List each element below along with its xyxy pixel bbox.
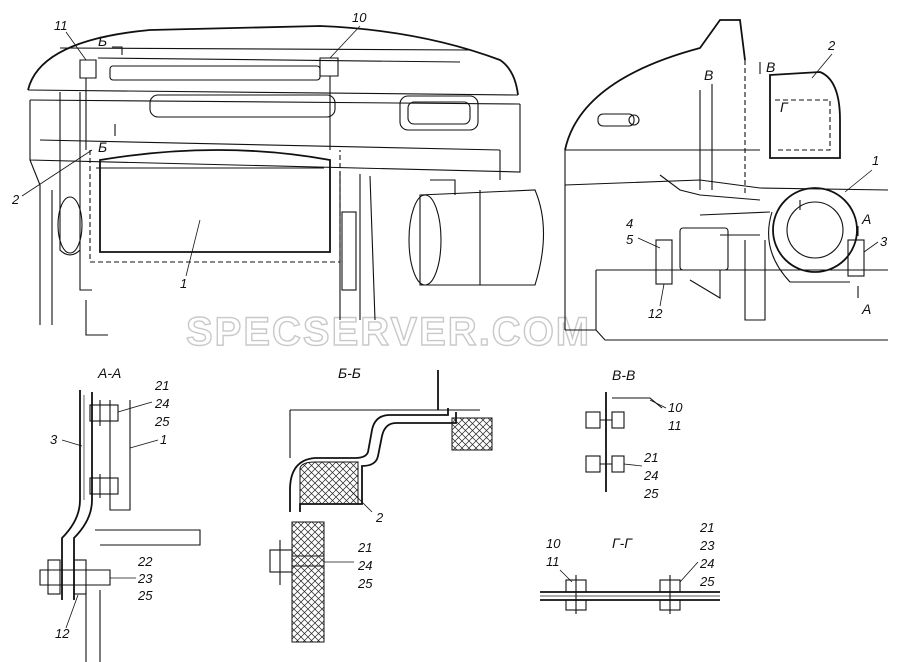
gg-callout-24: 24 bbox=[699, 556, 714, 571]
bb-callout-25: 25 bbox=[357, 576, 373, 591]
view-mark-g: Г bbox=[780, 99, 789, 115]
gg-callout-21: 21 bbox=[699, 520, 714, 535]
aa-callout-25: 25 bbox=[154, 414, 170, 429]
aa-callout-22: 22 bbox=[137, 554, 153, 569]
section-aa-title: А-А bbox=[97, 365, 121, 381]
gg-callout-25: 25 bbox=[699, 574, 715, 589]
vv-callout-11: 11 bbox=[668, 418, 682, 433]
vv-callout-25: 25 bbox=[643, 486, 659, 501]
callout-right-12: 12 bbox=[648, 306, 663, 321]
callout-right-5: 5 bbox=[626, 232, 634, 247]
section-vv-title: В-В bbox=[612, 367, 635, 383]
aa-callout-23: 23 bbox=[137, 571, 153, 586]
watermark: SPECSERVER.COM bbox=[186, 310, 591, 354]
callout-right-2: 2 bbox=[827, 38, 836, 53]
section-bb-title: Б-Б bbox=[338, 365, 361, 381]
view-mark-a-bottom: А bbox=[861, 301, 871, 317]
view-mark-b-top: Б bbox=[98, 33, 107, 49]
gg-callout-10: 10 bbox=[546, 536, 561, 551]
section-vv: В-В 10 11 21 24 25 bbox=[585, 367, 683, 501]
callout-2: 2 bbox=[11, 192, 20, 207]
section-aa: А-А 21 24 25 3 1 22 23 25 12 bbox=[39, 365, 201, 662]
callout-right-4: 4 bbox=[626, 216, 633, 231]
aa-callout-3: 3 bbox=[50, 432, 58, 447]
callout-10: 10 bbox=[352, 10, 367, 25]
view-mark-a-top: А bbox=[861, 211, 871, 227]
vv-callout-10: 10 bbox=[668, 400, 683, 415]
section-gg-title: Г-Г bbox=[612, 535, 633, 551]
callout-11: 11 bbox=[54, 18, 68, 33]
aa-callout-21: 21 bbox=[154, 378, 169, 393]
bb-callout-21: 21 bbox=[357, 540, 372, 555]
aa-callout-25b: 25 bbox=[137, 588, 153, 603]
callout-right-3: 3 bbox=[880, 234, 888, 249]
section-bb: Б-Б 2 21 24 25 bbox=[269, 365, 493, 643]
gg-callout-23: 23 bbox=[699, 538, 715, 553]
callout-right-1: 1 bbox=[872, 153, 879, 168]
side-view: 2 1 3 4 5 12 В В Г А А bbox=[564, 19, 889, 341]
aa-callout-1: 1 bbox=[160, 432, 167, 447]
gg-callout-11: 11 bbox=[546, 554, 560, 569]
view-mark-v-left: В bbox=[704, 67, 713, 83]
callout-1: 1 bbox=[180, 276, 187, 291]
section-gg: Г-Г 10 11 21 23 24 25 bbox=[540, 520, 720, 614]
bb-callout-24: 24 bbox=[357, 558, 372, 573]
vv-callout-24: 24 bbox=[643, 468, 658, 483]
view-mark-v-right: В bbox=[766, 59, 775, 75]
aa-callout-12: 12 bbox=[55, 626, 70, 641]
view-mark-b-mid: Б bbox=[98, 139, 107, 155]
bb-callout-2: 2 bbox=[375, 510, 384, 525]
main-view: 11 10 2 1 Б Б bbox=[11, 10, 545, 336]
aa-callout-24: 24 bbox=[154, 396, 169, 411]
vv-callout-21: 21 bbox=[643, 450, 658, 465]
